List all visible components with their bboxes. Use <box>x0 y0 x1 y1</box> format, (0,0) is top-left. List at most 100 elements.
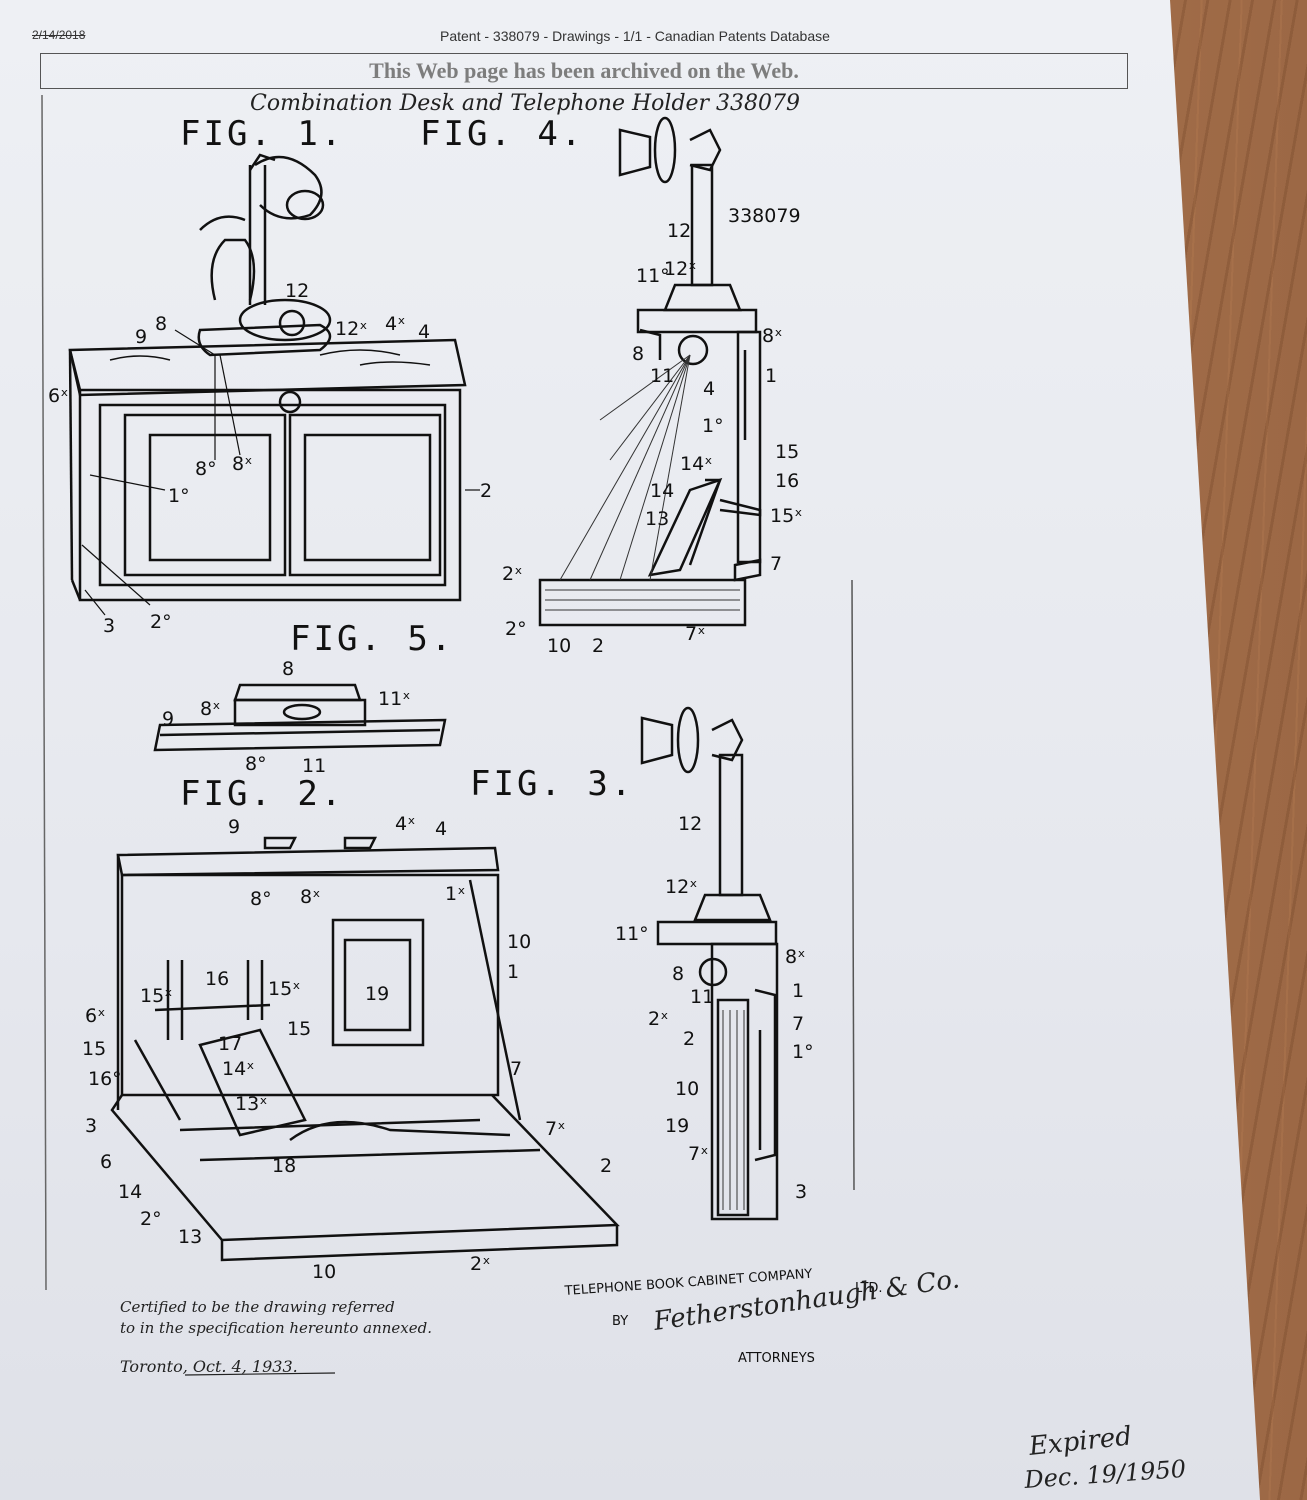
fig3-label-11o: 11° <box>615 923 649 945</box>
fig4-label-4: 4 <box>703 378 715 400</box>
fig2-label-13: 13 <box>178 1226 202 1248</box>
fig2-label-17: 17 <box>218 1033 242 1055</box>
fig1-label-6x: 6ˣ <box>48 385 69 407</box>
fig2-label-18: 18 <box>272 1155 296 1177</box>
signature-by: BY <box>612 1314 628 1329</box>
fig3-label-12: 12 <box>678 813 702 835</box>
fig2-label-4x: 4ˣ <box>395 813 416 835</box>
fig1-label-12x: 12ˣ <box>335 318 368 340</box>
fig4-drawing <box>538 116 762 627</box>
fig2-label-8o: 8° <box>250 888 272 910</box>
margin-line-right <box>851 579 855 1191</box>
fig2-label-8x: 8ˣ <box>300 886 321 908</box>
fig4-label-2: 2 <box>592 635 604 657</box>
fig3-label-7: 7 <box>792 1013 804 1035</box>
patent-drawing: Combination Desk and Telephone Holder 33… <box>41 91 1187 1494</box>
fig1-label-8: 8 <box>155 313 167 335</box>
page-header-title: Patent - 338079 - Drawings - 1/1 - Canad… <box>440 28 830 44</box>
fig4-label-16: 16 <box>775 470 799 492</box>
fig2-label-10b: 10 <box>312 1261 336 1283</box>
fig2-label-7x: 7ˣ <box>545 1118 566 1140</box>
fig3-label-11: 11 <box>690 986 714 1008</box>
fig4-shading <box>545 354 740 611</box>
fig2-title: FIG. 2. <box>180 774 344 814</box>
fig2-label-15-a: 15 <box>82 1038 106 1060</box>
fig3-drawing <box>640 706 779 1221</box>
fig3-label-1: 1 <box>792 980 804 1002</box>
fig4-label-7: 7 <box>770 553 782 575</box>
fig2-label-1x: 1ˣ <box>445 883 466 905</box>
fig2-label-16o: 16° <box>88 1068 122 1090</box>
margin-line <box>41 94 47 1291</box>
certification-line-2: to in the specification hereunto annexed… <box>120 1319 432 1337</box>
fig1-label-1o: 1° <box>168 485 190 507</box>
fig2-label-19: 19 <box>365 983 389 1005</box>
fig2-label-3: 3 <box>85 1115 97 1137</box>
fig4-label-14x: 14ˣ <box>680 453 713 475</box>
fig1-label-8o: 8° <box>195 458 217 480</box>
fig3-label-19: 19 <box>665 1115 689 1137</box>
fig4-label-7x: 7ˣ <box>685 623 706 645</box>
fig1-label-2: 2 <box>480 480 492 502</box>
fig4-label-12x: 12ˣ <box>664 258 697 280</box>
fig4-label-8x: 8ˣ <box>762 325 783 347</box>
attorneys-label: ATTORNEYS <box>738 1351 815 1366</box>
fig3-label-2x: 2ˣ <box>648 1008 669 1030</box>
fig2-label-14x: 14ˣ <box>222 1058 255 1080</box>
fig3-label-2: 2 <box>683 1028 695 1050</box>
fig2-label-13x: 13ˣ <box>235 1093 268 1115</box>
fig4-label-11: 11 <box>650 365 674 387</box>
fig5-label-9: 9 <box>162 708 174 730</box>
fig3-label-8: 8 <box>672 963 684 985</box>
fig2-drawing <box>110 836 620 1262</box>
fig4-label-10: 10 <box>547 635 571 657</box>
archive-banner: This Web page has been archived on the W… <box>40 53 1128 89</box>
fig1-label-12: 12 <box>285 280 309 302</box>
fig1-label-2o: 2° <box>150 611 172 633</box>
fig2-label-1: 1 <box>507 961 519 983</box>
fig2-label-9: 9 <box>228 816 240 838</box>
expired-note-line-2: Dec. 19/1950 <box>1022 1455 1186 1494</box>
company-suffix: LTD. <box>855 1281 883 1296</box>
fig3-label-10: 10 <box>675 1078 699 1100</box>
fig3-title: FIG. 3. <box>470 764 634 804</box>
fig1-title: FIG. 1. <box>180 114 344 154</box>
fig3-label-12x: 12ˣ <box>665 876 698 898</box>
fig4-label-2o: 2° <box>505 618 527 640</box>
date-underline <box>184 1372 336 1376</box>
fig4-label-15: 15 <box>775 441 799 463</box>
fig1-label-4x: 4ˣ <box>385 313 406 335</box>
fig5-title: FIG. 5. <box>290 619 454 659</box>
fig5-drawing <box>153 683 447 752</box>
fig2-label-6x: 6ˣ <box>85 1005 106 1027</box>
expired-note-line-1: Expired <box>1027 1421 1134 1462</box>
patent-number-stamp: 338079 <box>728 205 801 227</box>
handwritten-title: Combination Desk and Telephone Holder 33… <box>250 91 800 116</box>
fig5-label-11x: 11ˣ <box>378 688 411 710</box>
fig5-label-8o: 8° <box>245 753 267 775</box>
fig4-label-8: 8 <box>632 343 644 365</box>
fig1-leader-lines <box>81 329 480 616</box>
fig2-label-14: 14 <box>118 1181 142 1203</box>
print-date: 2/14/2018 <box>32 28 86 42</box>
fig4-label-13: 13 <box>645 508 669 530</box>
fig3-label-8x: 8ˣ <box>785 946 806 968</box>
certification-line-1: Certified to be the drawing referred <box>120 1298 395 1316</box>
fig2-label-15-b: 15 <box>287 1018 311 1040</box>
fig5-label-8: 8 <box>282 658 294 680</box>
fig2-label-2x: 2ˣ <box>470 1253 491 1275</box>
fig1-label-8x: 8ˣ <box>232 453 253 475</box>
fig4-label-11o: 11° <box>636 265 670 287</box>
fig3-label-3: 3 <box>795 1181 807 1203</box>
fig2-label-4: 4 <box>435 818 447 840</box>
fig2-label-15x-a: 15ˣ <box>140 985 173 1007</box>
fig2-label-6: 6 <box>100 1151 112 1173</box>
archive-banner-text: This Web page has been archived on the W… <box>369 58 799 83</box>
fig4-label-1o: 1° <box>702 415 724 437</box>
fig2-label-10: 10 <box>507 931 531 953</box>
fig3-label-7x: 7ˣ <box>688 1143 709 1165</box>
fig1-drawing <box>68 153 467 602</box>
certification-place-date: Toronto, Oct. 4, 1933. <box>120 1357 298 1376</box>
fig2-label-16: 16 <box>205 968 229 990</box>
fig4-label-1: 1 <box>765 365 777 387</box>
